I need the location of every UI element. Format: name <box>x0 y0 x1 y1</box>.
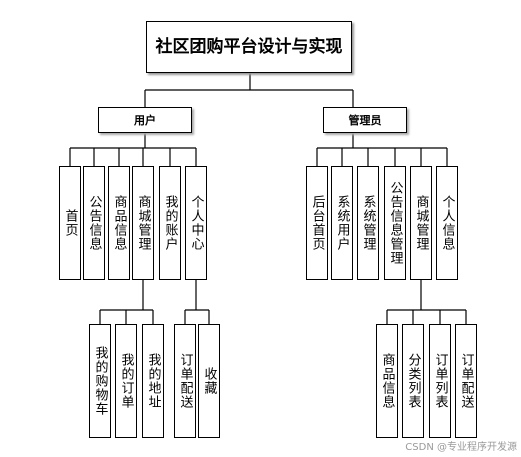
user-mall-cart-label: 我的购物车 <box>92 346 108 416</box>
watermark: CSDN @专业程序开发源 <box>405 442 517 453</box>
user-module-personal-label: 个人中心 <box>188 195 204 251</box>
role-admin-label: 管理员 <box>348 114 382 127</box>
user-module-home: 首页 <box>59 166 81 280</box>
user-module-announcements: 公告信息 <box>83 166 105 280</box>
user-module-mall: 商城管理 <box>132 166 154 280</box>
user-module-home-label: 首页 <box>62 209 78 237</box>
user-mall-orders-label: 我的订单 <box>118 353 134 409</box>
role-user-label: 用户 <box>134 114 156 127</box>
admin-module-system-management-label: 系统管理 <box>360 195 376 251</box>
admin-module-announcements: 公告信息管理 <box>384 166 406 280</box>
role-user: 用户 <box>98 107 192 133</box>
user-module-announcements-label: 公告信息 <box>86 195 102 251</box>
user-module-personal: 个人中心 <box>185 166 207 280</box>
admin-mall-products-label: 商品信息 <box>379 353 395 409</box>
admin-mall-products: 商品信息 <box>376 324 398 438</box>
user-mall-cart: 我的购物车 <box>89 324 111 438</box>
admin-module-system-users: 系统用户 <box>331 166 353 280</box>
admin-module-system-management: 系统管理 <box>357 166 379 280</box>
user-mall-address-label: 我的地址 <box>145 353 161 409</box>
admin-module-announcements-label: 公告信息管理 <box>387 181 403 265</box>
admin-module-mall-label: 商城管理 <box>413 195 429 251</box>
user-personal-favorites-label: 收藏 <box>201 367 217 395</box>
user-module-account-label: 我的账户 <box>162 195 178 251</box>
admin-module-profile: 个人信息 <box>436 166 458 280</box>
admin-module-dashboard-label: 后台首页 <box>309 195 325 251</box>
admin-mall-categories-label: 分类列表 <box>405 353 421 409</box>
user-module-products-label: 商品信息 <box>111 195 127 251</box>
admin-module-profile-label: 个人信息 <box>439 195 455 251</box>
diagram-title: 社区团购平台设计与实现 <box>146 21 352 73</box>
admin-mall-delivery-label: 订单配送 <box>458 353 474 409</box>
user-personal-favorites: 收藏 <box>198 324 220 438</box>
admin-mall-delivery: 订单配送 <box>455 324 477 438</box>
admin-mall-orders: 订单列表 <box>429 324 451 438</box>
user-mall-address: 我的地址 <box>142 324 164 438</box>
user-personal-delivery: 订单配送 <box>174 324 196 438</box>
admin-module-system-users-label: 系统用户 <box>334 195 350 251</box>
admin-module-dashboard: 后台首页 <box>306 166 328 280</box>
admin-mall-orders-label: 订单列表 <box>432 353 448 409</box>
user-module-products: 商品信息 <box>108 166 130 280</box>
user-module-mall-label: 商城管理 <box>135 195 151 251</box>
user-mall-orders: 我的订单 <box>115 324 137 438</box>
admin-module-mall: 商城管理 <box>410 166 432 280</box>
user-module-account: 我的账户 <box>159 166 181 280</box>
user-personal-delivery-label: 订单配送 <box>177 353 193 409</box>
role-admin: 管理员 <box>323 107 407 133</box>
admin-mall-categories: 分类列表 <box>402 324 424 438</box>
diagram-title-text: 社区团购平台设计与实现 <box>155 37 343 57</box>
